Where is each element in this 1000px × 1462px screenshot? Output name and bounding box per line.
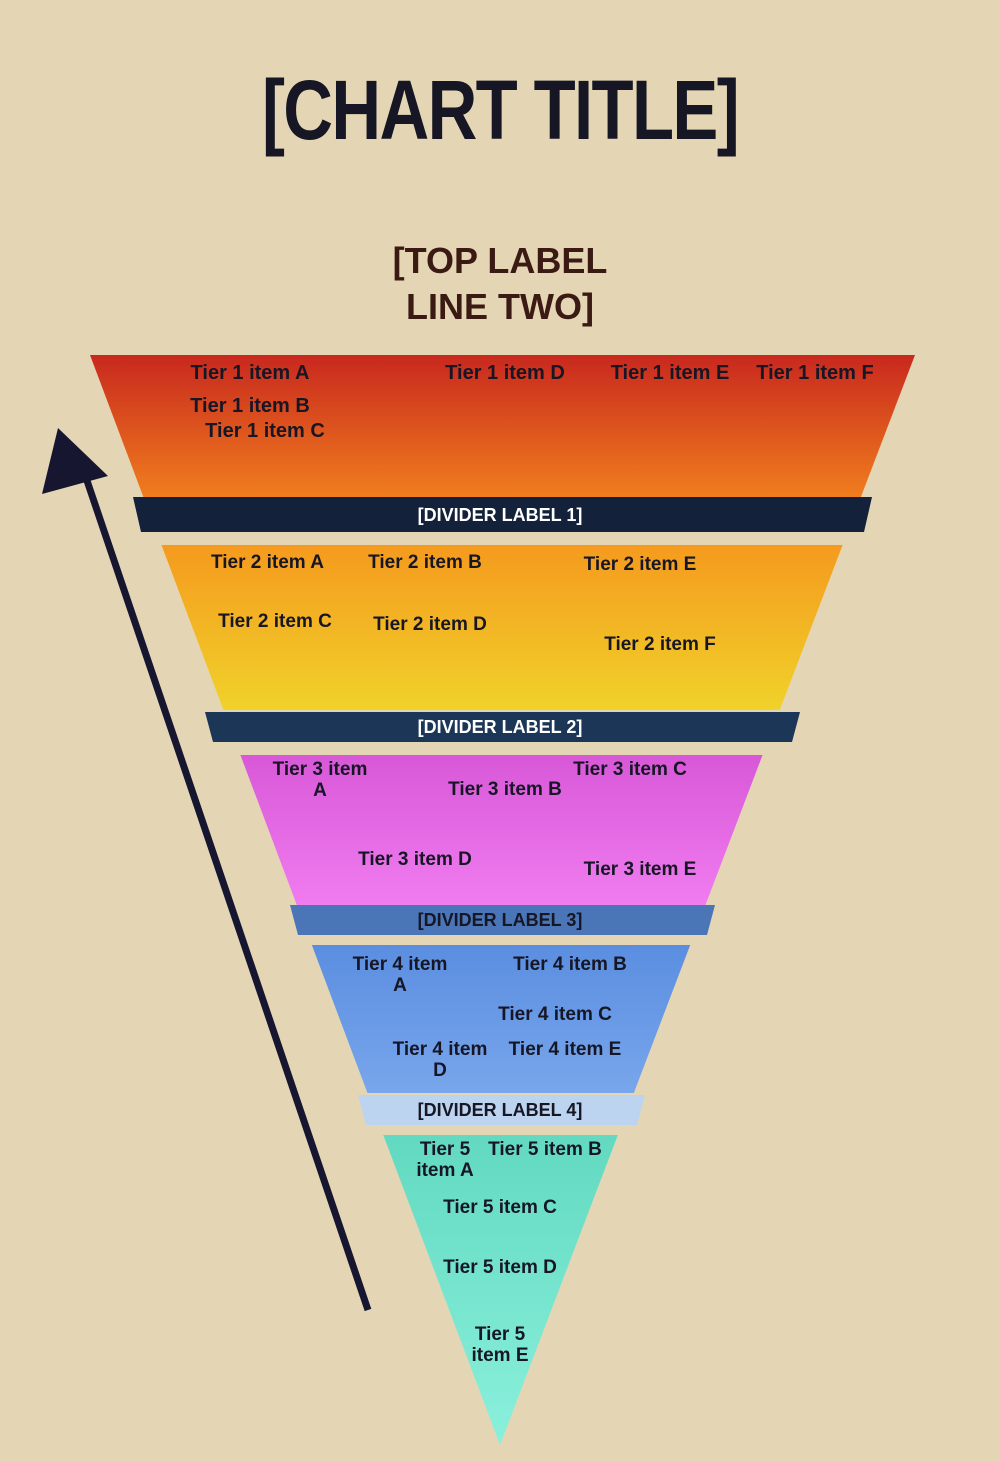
- divider-bar-4: [358, 1095, 645, 1125]
- tier-2-item: Tier 2 item A: [211, 552, 324, 573]
- divider-bar-1: [133, 497, 872, 532]
- tier-3-band: [240, 755, 763, 905]
- arrow-shaft: [76, 458, 372, 1312]
- arrow-up-icon: [42, 428, 108, 494]
- subtitle-line-1: [TOP LABEL: [392, 240, 608, 281]
- tier-1-item: Tier 1 item C: [205, 420, 325, 442]
- tier-2-band: [161, 545, 843, 710]
- tier-1-item: Tier 1 item A: [190, 362, 310, 384]
- divider-label-4: [DIVIDER LABEL 4]: [417, 1100, 583, 1120]
- divider-label-1: [DIVIDER LABEL 1]: [417, 504, 583, 525]
- divider-label-3: [DIVIDER LABEL 3]: [417, 910, 583, 930]
- tier-5-item: Tier 5 item E: [471, 1324, 529, 1366]
- tier-2-item: Tier 2 item B: [368, 552, 482, 573]
- tier-3-item: Tier 3 item A: [272, 759, 368, 801]
- tier-5-item: Tier 5 item A: [416, 1139, 474, 1181]
- tier-4-item: Tier 4 item D: [392, 1039, 488, 1081]
- subtitle: [TOP LABEL LINE TWO]: [0, 238, 1000, 330]
- divider-bar-3: [290, 905, 715, 935]
- tier-2-item: Tier 2 item D: [373, 614, 487, 635]
- tier-2-item: Tier 2 item F: [604, 634, 716, 655]
- tier-1-item: Tier 1 item F: [756, 362, 874, 384]
- tier-1-item: Tier 1 item B: [190, 395, 310, 417]
- tier-4-band: [311, 945, 691, 1093]
- tier-3-item: Tier 3 item C: [573, 759, 687, 780]
- tier-1-item: Tier 1 item E: [610, 362, 730, 384]
- tier-3-item: Tier 3 item B: [448, 779, 562, 800]
- tier-4-item: Tier 4 item B: [513, 954, 627, 975]
- tier-5-item: Tier 5 item B: [488, 1139, 602, 1160]
- divider-label-2: [DIVIDER LABEL 2]: [417, 717, 583, 737]
- tier-3-item: Tier 3 item E: [583, 859, 697, 880]
- tier-5-item: Tier 5 item C: [443, 1197, 557, 1218]
- tier-3-item: Tier 3 item D: [358, 849, 472, 870]
- tier-5-band: [383, 1135, 618, 1445]
- divider-bar-2: [205, 712, 800, 742]
- tier-4-item: Tier 4 item C: [498, 1004, 612, 1025]
- page-title: [CHART TITLE]: [261, 63, 740, 157]
- tier-1-band: [90, 355, 915, 497]
- tier-1-item: Tier 1 item D: [445, 362, 565, 384]
- subtitle-line-2: LINE TWO]: [406, 286, 594, 327]
- tier-4-item: Tier 4 item E: [508, 1039, 622, 1060]
- tier-2-item: Tier 2 item C: [218, 611, 332, 632]
- tier-4-item: Tier 4 item A: [352, 954, 448, 996]
- tier-2-item: Tier 2 item E: [583, 554, 697, 575]
- tier-5-item: Tier 5 item D: [443, 1257, 557, 1278]
